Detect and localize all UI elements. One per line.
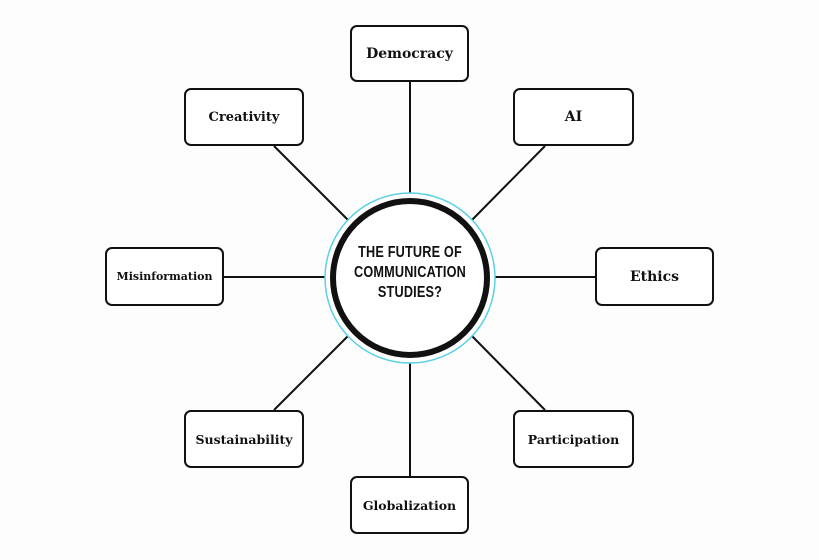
node-label: Participation (527, 431, 620, 447)
node-creativity: Creativity (184, 88, 304, 146)
connector-participation (469, 333, 546, 411)
node-democracy: Democracy (350, 25, 469, 82)
center-title-line: THE FUTURE OF (358, 244, 462, 261)
node-ai: AI (513, 88, 634, 146)
connector-sustainability (273, 333, 351, 411)
node-label: Misinformation (116, 270, 213, 283)
node-label: Globalization (362, 497, 457, 513)
connector-creativity (273, 145, 351, 223)
center-title: THE FUTURE OF COMMUNICATION STUDIES? (353, 243, 468, 303)
node-label: Creativity (208, 109, 280, 125)
center-title-line: STUDIES? (377, 284, 443, 301)
connector-ai (469, 145, 546, 223)
node-globalization: Globalization (350, 476, 469, 534)
node-ethics: Ethics (595, 247, 714, 306)
center-circle (330, 198, 490, 358)
node-participation: Participation (513, 410, 634, 468)
node-label: Ethics (629, 268, 680, 285)
node-misinformation: Misinformation (105, 247, 224, 306)
node-label: Democracy (366, 45, 453, 62)
center-title-line: COMMUNICATION (353, 264, 467, 281)
node-label: AI (564, 109, 583, 125)
node-sustainability: Sustainability (184, 410, 304, 468)
node-label: Sustainability (195, 431, 293, 447)
